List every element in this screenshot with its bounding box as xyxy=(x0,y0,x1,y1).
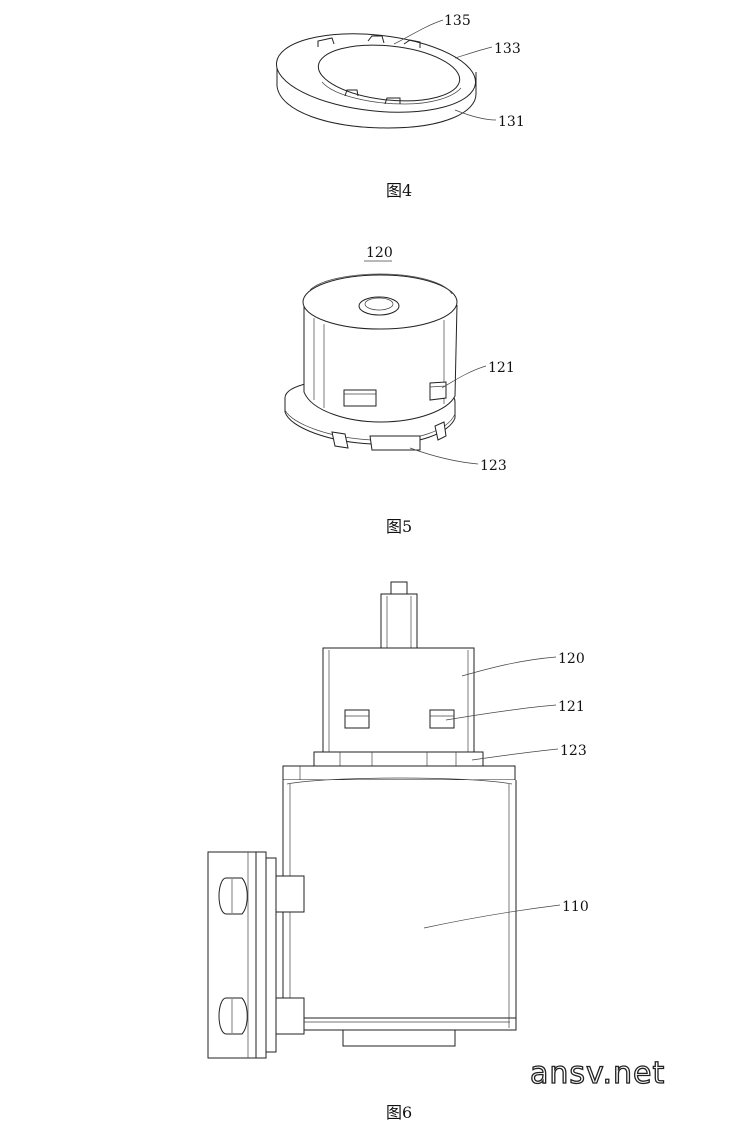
watermark-text: ansv.net xyxy=(530,1056,665,1091)
figure-6-caption: 图6 xyxy=(386,1103,412,1122)
tabs-121 xyxy=(343,381,447,407)
label-133: 133 xyxy=(494,41,521,57)
figure-4-leaders xyxy=(393,19,497,121)
figure-6: 120 121 123 110 xyxy=(207,581,589,1059)
figure-5-leaders xyxy=(409,365,487,465)
figure-5-title: 120 xyxy=(366,245,393,261)
label-131: 131 xyxy=(498,114,525,130)
label-123-fig6: 123 xyxy=(560,743,587,759)
figure-5: 120 xyxy=(284,245,515,536)
label-123-fig5: 123 xyxy=(480,458,507,474)
cap-body-120 xyxy=(302,273,458,423)
label-121-fig6: 121 xyxy=(558,699,585,715)
bolt-lower xyxy=(218,997,248,1035)
figure-4-caption: 图4 xyxy=(386,181,412,200)
label-120-fig6: 120 xyxy=(558,651,585,667)
mounting-bracket xyxy=(207,851,305,1059)
shaft xyxy=(380,581,418,651)
ring-part-131 xyxy=(275,33,477,129)
figure-6-leaders xyxy=(423,656,561,929)
cylinder-body-110 xyxy=(282,777,517,1047)
bolt-upper xyxy=(218,877,248,915)
label-135: 135 xyxy=(444,13,471,29)
flange-123-side xyxy=(282,751,516,781)
label-110-fig6: 110 xyxy=(562,899,589,915)
figure-4: 135 133 131 图4 xyxy=(275,13,525,200)
figure-5-caption: 图5 xyxy=(386,517,412,536)
cap-body-120-side xyxy=(322,647,475,755)
label-121-fig5: 121 xyxy=(488,360,515,376)
